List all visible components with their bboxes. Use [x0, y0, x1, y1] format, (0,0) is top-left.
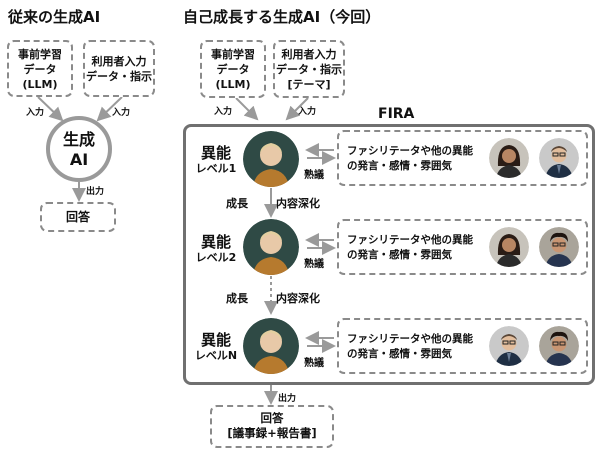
level-2-discussion: 熟議 — [304, 259, 324, 270]
growth-1-label: 成長 — [226, 197, 248, 210]
left-title: 従来の生成AI — [8, 8, 101, 26]
left-userinput-line2: データ・指示 — [86, 70, 152, 83]
fira-frame — [183, 124, 595, 385]
right-input-label-1: 入力 — [214, 107, 233, 117]
right-title: 自己成長する生成AI（今回） — [183, 8, 381, 26]
left-pretrain-line1: 事前学習 — [18, 48, 62, 61]
ai-line1: 生成 — [62, 130, 95, 149]
left-output-label: 出力 — [86, 187, 105, 197]
facilitator-avatar-man-curly — [539, 326, 579, 366]
facilitator-avatar-woman — [489, 227, 529, 267]
right-input-label-2: 入力 — [298, 107, 317, 117]
level-1-discussion: 熟議 — [304, 170, 324, 181]
level-2-panel-line1: ファシリテータや他の異能 — [347, 234, 473, 246]
right-userinput-arrow — [285, 97, 309, 121]
left-pretrain-arrow — [37, 96, 64, 122]
discussion-arrows-1 — [305, 143, 336, 165]
level-2-panel-line2: の発言・感情・雰囲気 — [347, 249, 452, 261]
right-output-label: 出力 — [278, 394, 297, 404]
level-n-avatar — [243, 318, 299, 374]
right-userinput-line1: 利用者入力 — [281, 48, 337, 61]
ai-line2: AI — [69, 150, 89, 169]
left-userinput-arrow — [96, 96, 123, 122]
facilitator-avatar-man-glasses — [489, 326, 529, 366]
right-pretrain-arrow — [235, 97, 259, 121]
right-pretrain-line2: データ — [216, 63, 250, 76]
facilitator-avatar-woman — [489, 138, 529, 178]
level-1-panel-line1: ファシリテータや他の異能 — [347, 145, 473, 157]
right-userinput-box: 利用者入力 データ・指示 [テーマ] — [273, 40, 345, 98]
left-input-label-2: 入力 — [112, 108, 131, 118]
level-n-panel-line1: ファシリテータや他の異能 — [347, 333, 473, 345]
right-answer-box: 回答 [議事録+報告書] — [210, 405, 334, 448]
level-n-label: 異能 レベルN — [190, 331, 242, 363]
level-2-label: 異能 レベル2 — [190, 233, 242, 265]
left-input-label-1: 入力 — [26, 108, 45, 118]
right-pretrain-line3: (LLM) — [215, 78, 251, 91]
level-1-title: 異能 — [200, 144, 231, 162]
right-answer-line1: 回答 — [260, 411, 284, 425]
right-answer-line2: [議事録+報告書] — [227, 426, 317, 440]
right-userinput-line2: データ・指示 — [276, 63, 342, 76]
left-userinput-line1: 利用者入力 — [91, 55, 147, 68]
growth-1-deepen: 内容深化 — [276, 197, 320, 210]
growth-2-deepen: 内容深化 — [276, 292, 320, 305]
discussion-arrows-3 — [305, 331, 336, 353]
level-n-subtitle: レベルN — [194, 349, 238, 362]
level-2-panel: ファシリテータや他の異能 の発言・感情・雰囲気 — [337, 219, 588, 275]
facilitator-avatar-man-glasses — [539, 138, 579, 178]
level-n-panel-line2: の発言・感情・雰囲気 — [347, 348, 452, 360]
right-userinput-line3: [テーマ] — [287, 78, 331, 91]
left-answer-text: 回答 — [65, 210, 90, 224]
left-pretrain-line2: データ — [23, 63, 57, 76]
level-2-title: 異能 — [200, 233, 231, 251]
generative-ai-circle: 生成 AI — [46, 116, 112, 182]
level-n-discussion: 熟議 — [304, 358, 324, 369]
fira-label: FIRA — [378, 106, 415, 122]
level-2-subtitle: レベル2 — [195, 251, 237, 264]
discussion-arrows-2 — [305, 233, 336, 255]
level-n-title: 異能 — [200, 331, 231, 349]
left-pretrain-box: 事前学習 データ (LLM) — [7, 40, 73, 97]
right-pretrain-box: 事前学習 データ (LLM) — [200, 40, 266, 98]
level-2-avatar — [243, 219, 299, 275]
level-1-panel: ファシリテータや他の異能 の発言・感情・雰囲気 — [337, 130, 588, 186]
level-1-label: 異能 レベル1 — [190, 144, 242, 176]
left-pretrain-line3: (LLM) — [22, 78, 58, 91]
left-answer-box: 回答 — [40, 202, 116, 232]
level-n-panel: ファシリテータや他の異能 の発言・感情・雰囲気 — [337, 318, 588, 374]
left-userinput-box: 利用者入力 データ・指示 — [83, 40, 155, 97]
level-1-subtitle: レベル1 — [195, 162, 237, 175]
right-pretrain-line1: 事前学習 — [211, 48, 255, 61]
facilitator-avatar-man-curly — [539, 227, 579, 267]
level-1-avatar — [243, 131, 299, 187]
growth-2-label: 成長 — [226, 292, 248, 305]
level-1-panel-line2: の発言・感情・雰囲気 — [347, 160, 452, 172]
